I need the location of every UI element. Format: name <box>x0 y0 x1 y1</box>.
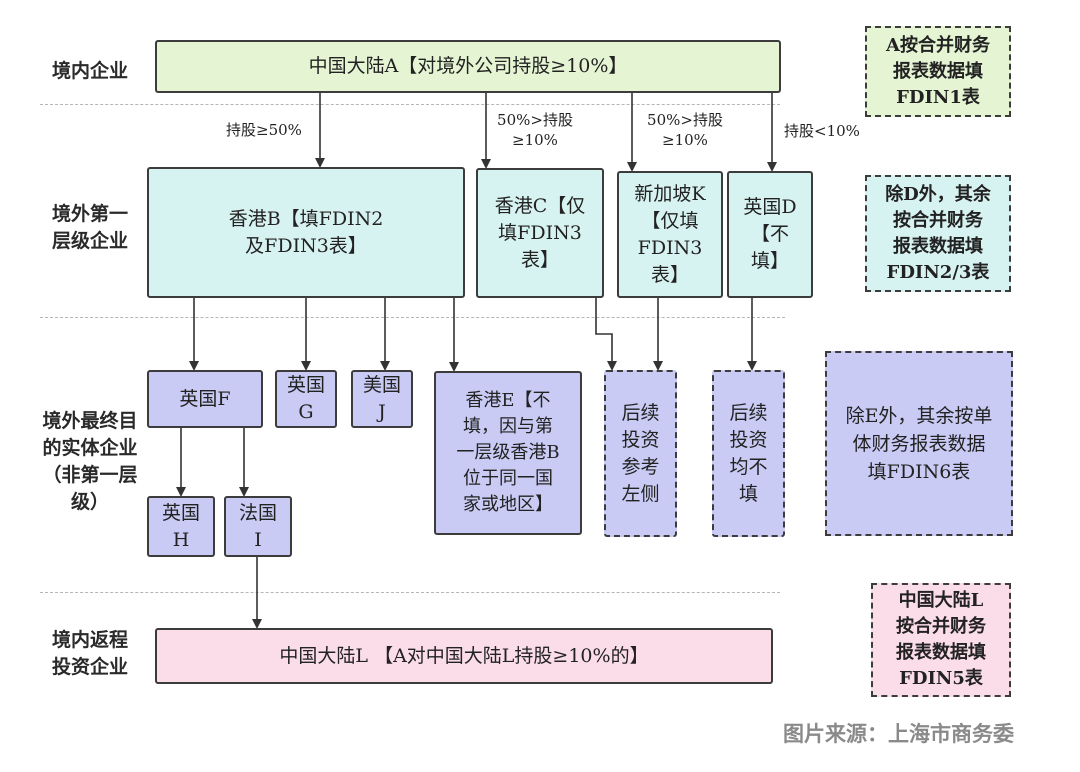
separator-line <box>40 592 780 593</box>
entity-e: 香港E【不 填，因与第 一层级香港B 位于同一国 家或地区】 <box>434 371 582 535</box>
separator-line <box>40 317 785 318</box>
follow-up-c-k: 后续 投资 参考 左侧 <box>604 370 677 537</box>
entity-i: 法国 I <box>224 496 292 557</box>
arrow-c-to-follow <box>595 298 617 371</box>
entity-c: 香港C【仅 填FDIN3 表】 <box>476 168 604 298</box>
entity-f: 英国F <box>147 370 263 428</box>
entity-k: 新加坡K 【仅填 FDIN3 表】 <box>617 171 723 298</box>
level-label-first-tier: 境外第一 层级企业 <box>51 203 128 252</box>
note-fdin2-3: 除D外，其余 按合并财务 报表数据填 FDIN2/3表 <box>865 175 1011 292</box>
separator-line <box>40 104 780 105</box>
entity-j: 美国 J <box>351 370 413 428</box>
entity-d: 英国D 【不 填】 <box>727 171 813 298</box>
edge-label-to-d: 持股<10% <box>784 122 860 140</box>
image-source-caption: 图片来源：上海市商务委 <box>783 721 1014 746</box>
entity-l: 中国大陆L 【A对中国大陆L持股≥10%的】 <box>155 628 773 684</box>
edge-label-to-c: 50%>持股 ≥10% <box>497 111 573 149</box>
entity-a: 中国大陆A【对境外公司持股≥10%】 <box>155 40 781 93</box>
follow-up-d: 后续 投资 均不 填 <box>712 370 785 537</box>
entity-b: 香港B【填FDIN2 及FDIN3表】 <box>147 167 465 298</box>
level-label-round-trip: 境内返程 投资企业 <box>51 629 128 678</box>
level-label-final: 境外最终目 的实体企业 （非第一层 级） <box>42 410 138 513</box>
note-fdin5: 中国大陆L 按合并财务 报表数据填 FDIN5表 <box>871 583 1011 697</box>
edge-label-to-b: 持股≥50% <box>226 121 302 139</box>
edge-label-to-k: 50%>持股 ≥10% <box>647 111 723 149</box>
level-label-domestic: 境内企业 <box>51 60 128 82</box>
note-fdin6: 除E外，其余按单 体财务报表数据 填FDIN6表 <box>825 351 1013 536</box>
entity-h: 英国 H <box>147 496 215 557</box>
entity-g: 英国 G <box>275 370 337 428</box>
note-fdin1: A按合并财务 报表数据填 FDIN1表 <box>865 26 1011 117</box>
